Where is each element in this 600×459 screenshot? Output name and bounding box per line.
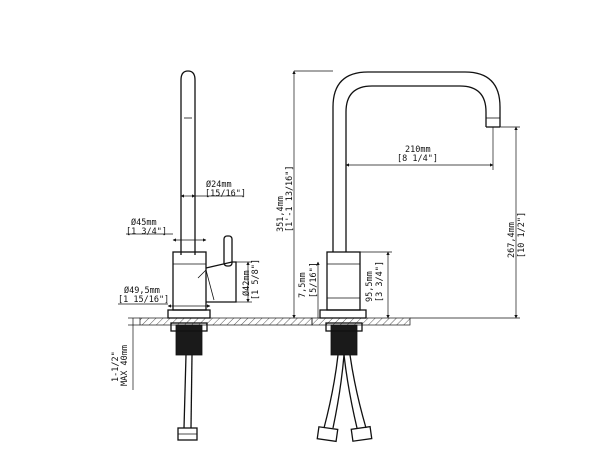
front-spout-outer — [332, 71, 501, 252]
label-d42-in: [1 5/8"] — [251, 259, 261, 300]
label-h95-mm: 95,5mm — [365, 271, 375, 302]
front-hose-fitting-left — [316, 426, 339, 443]
label-d24-in: [15/16"] — [205, 189, 246, 199]
label-w210-mm: 210mm — [405, 145, 431, 155]
front-hose-fitting-right — [350, 425, 373, 442]
label-d24-mm: Ø24mm — [206, 179, 232, 190]
side-body — [172, 251, 207, 311]
side-handle — [205, 261, 237, 303]
front-base-ring — [319, 309, 367, 319]
label-h7-in: [5/16"] — [309, 262, 319, 298]
label-d42-mm: Ø42mm — [241, 270, 252, 296]
side-lever — [223, 235, 233, 267]
front-mount-nut — [330, 324, 358, 356]
side-mount-nut — [175, 324, 203, 356]
label-h95-in: [3 3/4"] — [375, 261, 385, 302]
front-body — [326, 251, 361, 311]
side-view — [139, 70, 313, 441]
label-d49-in: [1 15/16"] — [118, 295, 169, 305]
dimension-lines — [118, 70, 520, 390]
label-deck-in: 1-1/2" — [111, 351, 121, 382]
label-d45-mm: Ø45mm — [131, 217, 157, 228]
label-h267-mm: 267,4mm — [507, 222, 517, 258]
label-d49-mm: Ø49,5mm — [124, 285, 160, 296]
label-h7-mm: 7,5mm — [298, 272, 308, 298]
side-spout — [180, 70, 196, 255]
label-h267-in: [10 1/2"] — [517, 212, 527, 258]
front-view — [311, 71, 501, 443]
label-deck-mm: MAX 40mm — [120, 345, 130, 386]
countertop-right — [311, 317, 411, 326]
label-h351-in: [1'-1 13/16"] — [285, 165, 295, 232]
label-d45-in: [1 3/4"] — [126, 227, 167, 237]
countertop-left — [139, 317, 313, 326]
side-base-ring — [167, 309, 211, 319]
label-w210-in: [8 1/4"] — [397, 154, 438, 164]
label-h351-mm: 351,4mm — [276, 196, 286, 232]
dimension-labels: Ø24mm [15/16"] Ø45mm [1 3/4"] Ø42mm [1 5… — [111, 145, 527, 386]
front-spout-inner — [345, 85, 487, 252]
